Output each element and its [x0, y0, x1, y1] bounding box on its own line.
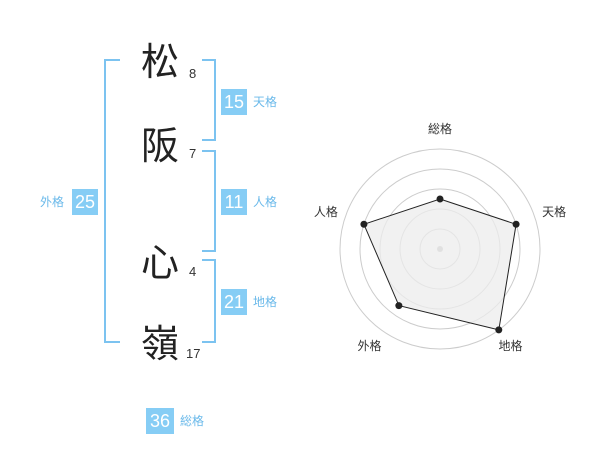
stroke-count-2: 7 — [189, 146, 197, 161]
tenkaku-value-badge: 15 — [221, 89, 247, 115]
stroke-count-1: 8 — [189, 66, 197, 81]
jinkaku-label: 人格 — [253, 195, 278, 209]
name-char-2: 阪 — [140, 124, 179, 168]
jinkaku-value-badge: 11 — [221, 189, 247, 215]
chikaku-bracket — [202, 259, 216, 343]
name-char-1: 松 — [140, 40, 179, 84]
gaikaku-value-badge: 25 — [72, 189, 98, 215]
tenkaku-label: 天格 — [253, 95, 278, 109]
name-char-4: 嶺 — [140, 322, 179, 366]
radar-axis-label-1: 総格 — [428, 121, 452, 136]
radar-ring-4 — [359, 168, 521, 330]
stroke-count-4: 17 — [186, 346, 201, 361]
jinkaku-bracket — [202, 150, 216, 252]
radar-point-3 — [495, 326, 503, 334]
radar-axis-label-4: 外格 — [357, 338, 381, 353]
soukaku-label: 総格 — [180, 414, 205, 428]
radar-point-4 — [395, 302, 403, 310]
tenkaku-bracket — [202, 59, 216, 141]
chikaku-value-badge: 21 — [221, 289, 247, 315]
radar-polygon — [363, 198, 517, 331]
radar-point-1 — [436, 195, 444, 203]
chikaku-label: 地格 — [253, 295, 278, 309]
name-char-3: 心 — [140, 241, 179, 285]
radar-axis-label-5: 人格 — [314, 204, 338, 219]
stroke-count-3: 4 — [189, 264, 197, 279]
radar-axis-label-3: 地格 — [499, 338, 523, 353]
gaikaku-label: 外格 — [40, 195, 65, 209]
radar-point-5 — [360, 220, 368, 228]
radar-ring-5 — [339, 148, 541, 350]
soukaku-value-badge: 36 — [146, 408, 174, 434]
gaikaku-bracket — [104, 59, 120, 343]
radar-axis-label-2: 天格 — [542, 204, 566, 219]
radar-point-2 — [512, 220, 520, 228]
